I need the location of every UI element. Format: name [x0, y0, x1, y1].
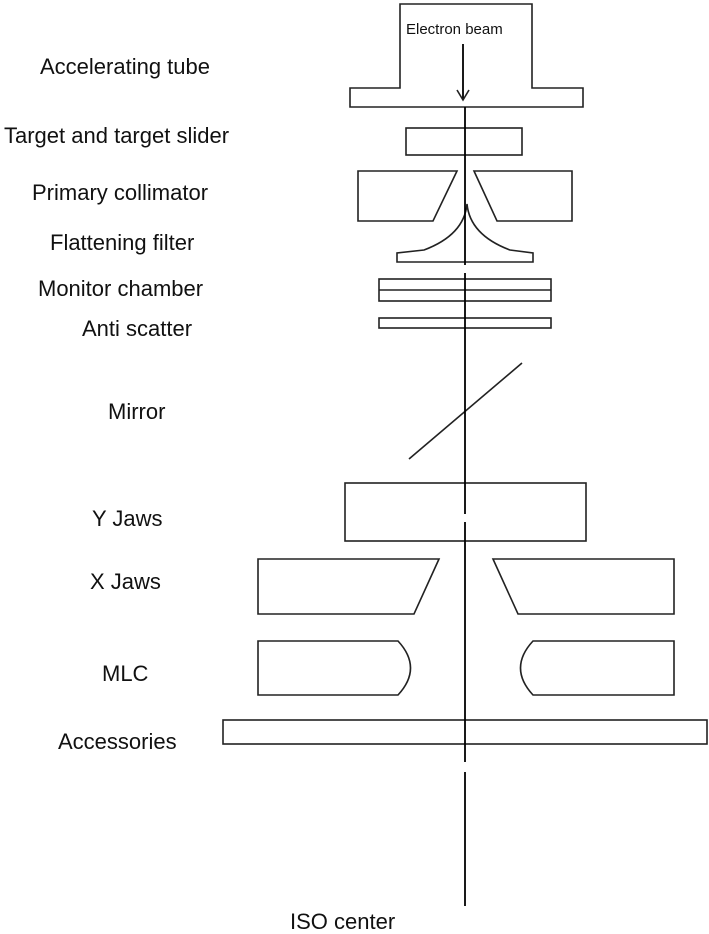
label-target: Target and target slider [4, 123, 229, 148]
mlc-right [519, 640, 675, 696]
label-mlc: MLC [102, 661, 149, 686]
label-mirror: Mirror [108, 399, 165, 424]
label-accessories: Accessories [58, 729, 177, 754]
label-flattening-filter: Flattening filter [50, 230, 194, 255]
label-monitor-chamber: Monitor chamber [38, 276, 203, 301]
label-electron-beam: Electron beam [406, 21, 503, 38]
label-accelerating-tube: Accelerating tube [40, 54, 210, 79]
x-jaws-right [491, 558, 675, 615]
electron-beam-arrowhead [456, 89, 470, 102]
label-x-jaws: X Jaws [90, 569, 161, 594]
target-slider [405, 127, 523, 156]
primary-collimator-left [357, 170, 459, 222]
mlc-left [257, 640, 412, 696]
accelerating-tube [349, 3, 584, 108]
flattening-filter [396, 203, 534, 263]
label-primary-collimator: Primary collimator [32, 180, 208, 205]
x-jaws-left [257, 558, 441, 615]
primary-collimator-right [472, 170, 573, 222]
label-y-jaws: Y Jaws [92, 506, 163, 531]
label-anti-scatter: Anti scatter [82, 316, 192, 341]
label-iso-center: ISO center [290, 909, 395, 934]
